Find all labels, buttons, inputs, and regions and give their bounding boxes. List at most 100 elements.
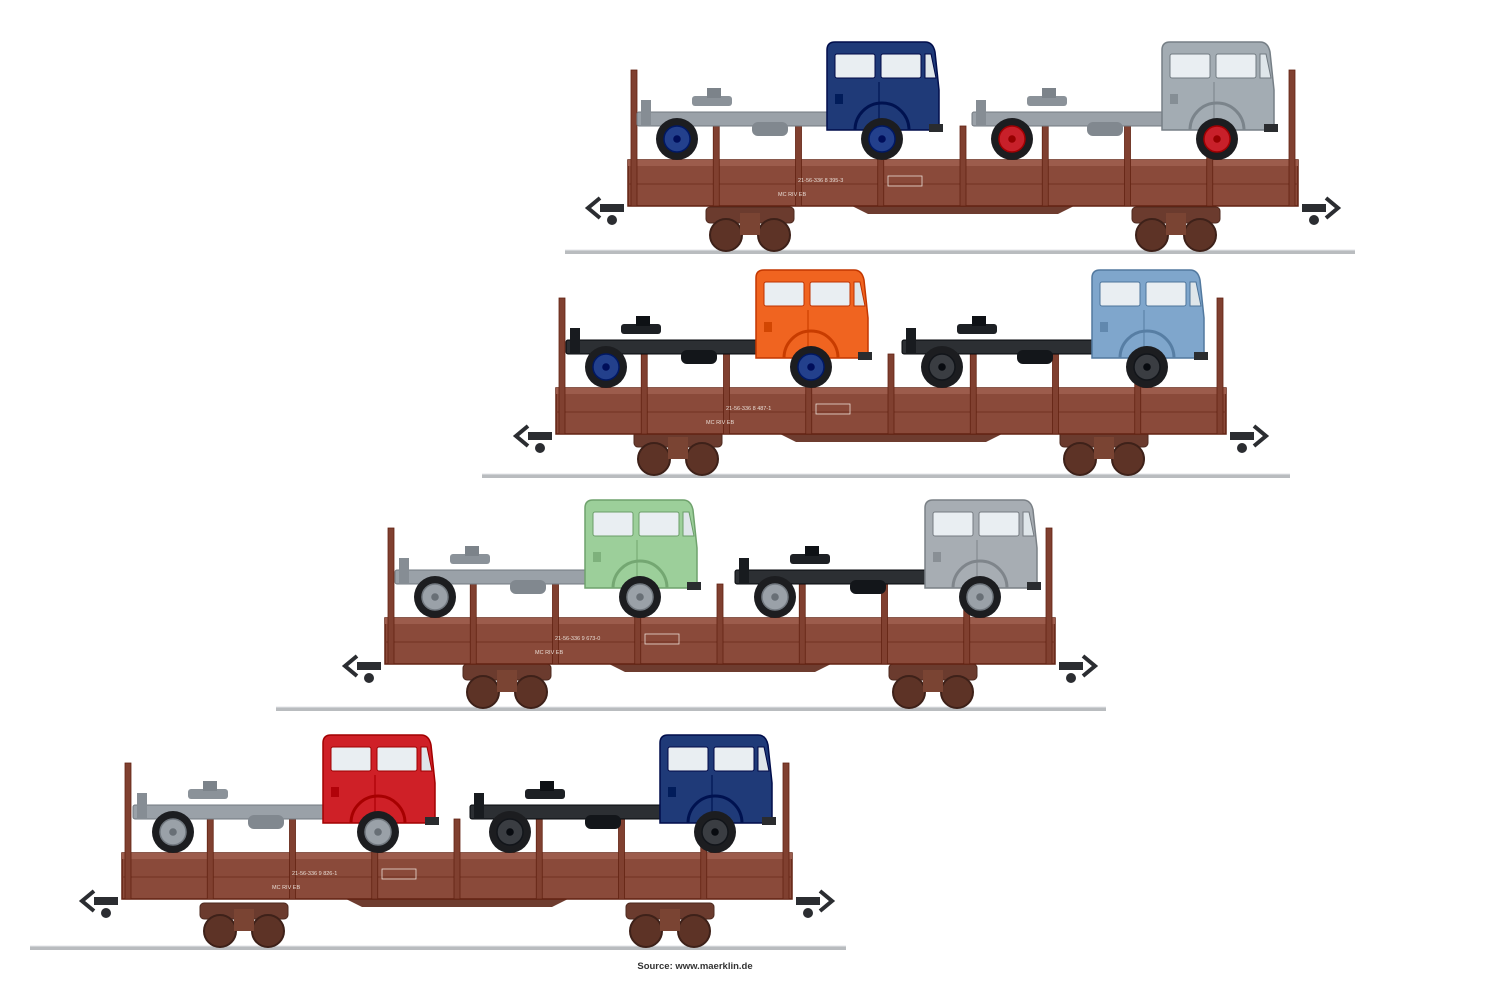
- rail: [30, 946, 846, 950]
- spring-pack: [668, 437, 688, 459]
- spring-pack: [1166, 213, 1186, 235]
- cab-emblem: [764, 322, 772, 332]
- wheel-center: [771, 593, 779, 601]
- cab-rear-window: [932, 511, 974, 537]
- fender: [686, 794, 744, 824]
- coupler-hook: [1324, 196, 1342, 220]
- fuel-tank: [585, 815, 621, 829]
- buffer: [535, 443, 545, 453]
- bogie: [633, 430, 723, 476]
- truck-2: [901, 269, 1208, 388]
- rear-bumper: [641, 100, 651, 126]
- stake: [387, 527, 395, 665]
- cab-rear-window: [1099, 281, 1141, 307]
- wheel-center: [1143, 363, 1151, 371]
- coupler-hook: [1252, 424, 1270, 448]
- rear-bumper: [976, 100, 986, 126]
- bogie-wheel: [514, 675, 548, 709]
- wagon-4: 21-56-336 9 826-1 MC RIV EB: [30, 734, 846, 950]
- windshield: [1022, 511, 1035, 537]
- bogie: [625, 902, 715, 948]
- bogie-wheel: [940, 675, 974, 709]
- stake: [1041, 125, 1049, 207]
- fifth-wheel-mount: [707, 88, 721, 98]
- stake: [453, 818, 461, 900]
- fifth-wheel-mount: [203, 781, 217, 791]
- truck-1: [565, 269, 872, 388]
- windshield: [757, 746, 770, 772]
- cab-rear-window: [1169, 53, 1211, 79]
- stake: [1216, 297, 1224, 435]
- stake: [640, 353, 648, 435]
- truck-2: [971, 41, 1278, 160]
- cab-side-window: [809, 281, 851, 307]
- bogie-wheel: [1063, 442, 1097, 476]
- fender: [611, 559, 669, 589]
- marking-panel: [887, 175, 923, 187]
- front-bumper: [762, 817, 776, 825]
- fifth-wheel-mount: [465, 546, 479, 556]
- fender: [951, 559, 1009, 589]
- source-caption: Source: www.maerklin.de: [637, 961, 753, 972]
- truck-1: [636, 41, 943, 160]
- bogie: [888, 663, 978, 709]
- stake: [969, 353, 977, 435]
- cab-rear-window: [667, 746, 709, 772]
- buffer-beam: [1302, 204, 1326, 212]
- truck-1: [132, 734, 439, 853]
- buffer-beam: [1230, 432, 1254, 440]
- wheel-center: [506, 828, 514, 836]
- buffer: [607, 215, 617, 225]
- cab-emblem: [835, 94, 843, 104]
- fifth-wheel: [450, 554, 490, 564]
- buffer-beam: [94, 897, 118, 905]
- buffer: [101, 908, 111, 918]
- front-bumper: [1027, 582, 1041, 590]
- stake: [558, 297, 566, 435]
- front-bumper: [687, 582, 701, 590]
- spring-pack: [660, 909, 680, 931]
- wagon-riv-marking: MC RIV EB: [778, 192, 806, 198]
- fifth-wheel-mount: [636, 316, 650, 326]
- wagon-number-marking: 21-56-336 9 826-1: [292, 871, 337, 877]
- cab-side-window: [880, 53, 922, 79]
- cab-side-window: [638, 511, 680, 537]
- wheel-center: [169, 828, 177, 836]
- stake: [124, 762, 132, 900]
- coupler-hook: [78, 889, 96, 913]
- spring-pack: [234, 909, 254, 931]
- front-bumper: [1194, 352, 1208, 360]
- stake: [1052, 353, 1059, 435]
- buffer-beam: [600, 204, 624, 212]
- stake: [782, 762, 790, 900]
- wheel-center: [431, 593, 439, 601]
- front-bumper: [1264, 124, 1278, 132]
- wagon-riv-marking: MC RIV EB: [272, 885, 300, 891]
- fifth-wheel-mount: [805, 546, 819, 556]
- fifth-wheel: [1027, 96, 1067, 106]
- stake: [206, 818, 214, 900]
- buffer: [1066, 673, 1076, 683]
- stake: [535, 818, 543, 900]
- fuel-tank: [681, 350, 717, 364]
- cab-side-window: [978, 511, 1020, 537]
- bogie-wheel: [629, 914, 663, 948]
- wheel-center: [807, 363, 815, 371]
- fuel-tank: [752, 122, 788, 136]
- cab-emblem: [668, 787, 676, 797]
- buffer: [803, 908, 813, 918]
- cab-rear-window: [763, 281, 805, 307]
- fender: [349, 794, 407, 824]
- wagon-number-marking: 21-56-336 8 487-1: [726, 406, 771, 412]
- marking-panel: [644, 633, 680, 645]
- windshield: [682, 511, 695, 537]
- coupler-hook: [341, 654, 359, 678]
- wheel-center: [374, 828, 382, 836]
- bogie-wheel: [685, 442, 719, 476]
- bogie-wheel: [251, 914, 285, 948]
- fuel-tank: [1087, 122, 1123, 136]
- bogie: [1131, 206, 1221, 252]
- stake: [469, 583, 477, 665]
- coupler-hook: [512, 424, 530, 448]
